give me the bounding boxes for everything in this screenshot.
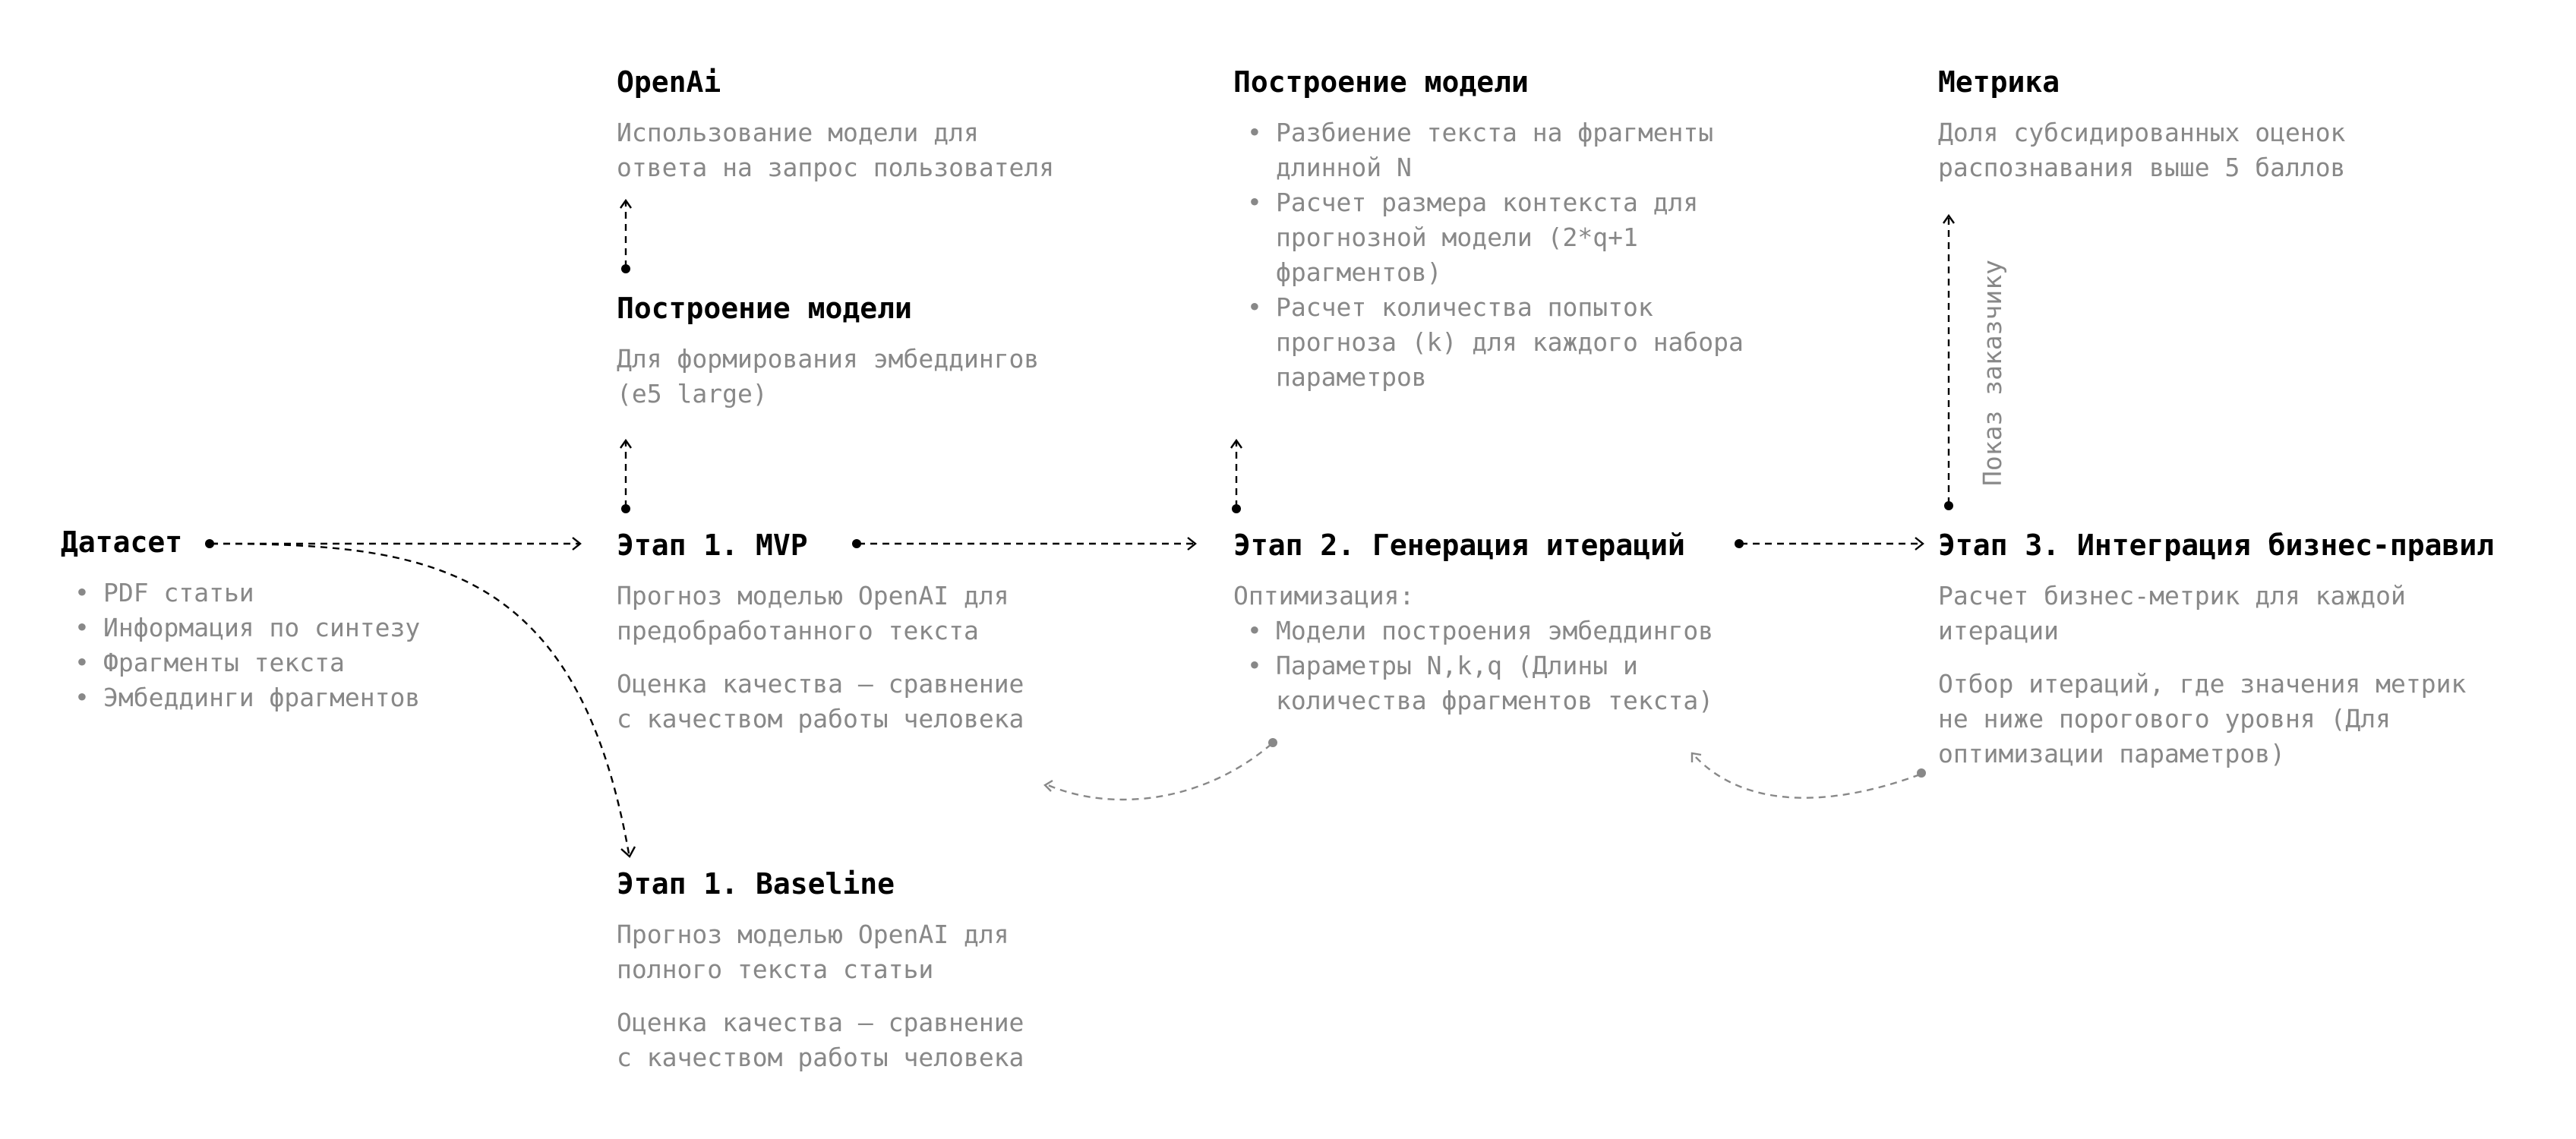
arrowhead-mvp (572, 537, 582, 551)
desc-line: не ниже порогового уровня (Для (1938, 704, 2391, 734)
dataset-title: Датасет (61, 525, 183, 559)
node-model-build-fragments: Построение модели Разбиение текста на фр… (1233, 64, 1744, 395)
list-item: Разбиение текста на фрагменты длинной N (1233, 115, 1744, 185)
desc-line: (e5 large) (617, 379, 768, 409)
item-line: параметров (1276, 362, 1427, 392)
dot-dataset (205, 539, 214, 548)
stage1-baseline-desc1: Прогноз моделью OpenAI для полного текст… (617, 917, 1024, 987)
item-line: Модели построения эмбеддингов (1276, 616, 1714, 645)
arrowhead-openai (620, 198, 632, 209)
list-item: Эмбеддинги фрагментов (61, 680, 420, 715)
feedback-stage3-to-stage2 (1693, 754, 1921, 799)
feedback-arrowhead-mvp (1043, 779, 1053, 792)
model-build-1-desc: Для формирования эмбеддингов (e5 large) (617, 342, 1039, 412)
stage2-title: Этап 2. Генерация итераций (1233, 528, 1685, 562)
list-item: Модели построения эмбеддингов (1233, 614, 1713, 648)
item-line: Расчет количества попыток (1276, 292, 1653, 322)
node-stage1-baseline: Этап 1. Baseline Прогноз моделью OpenAI … (617, 866, 1024, 1075)
metric-desc: Доля субсидированных оценок распознавани… (1938, 115, 2345, 185)
node-metric: Метрика Доля субсидированных оценок расп… (1938, 64, 2345, 185)
metric-title: Метрика (1938, 65, 2060, 99)
stage3-desc1: Расчет бизнес-метрик для каждой итерации (1938, 579, 2494, 648)
node-stage1-mvp: Этап 1. MVP Прогноз моделью OpenAI для п… (617, 527, 1024, 737)
stage2-items: Модели построения эмбеддингов Параметры … (1233, 614, 1713, 718)
dot-stage3-up (1944, 501, 1953, 510)
arrowhead-metric (1943, 213, 1955, 224)
desc-line: Отбор итераций, где значения метрик (1938, 669, 2467, 699)
desc-line: оптимизации параметров) (1938, 739, 2285, 768)
desc-line: предобработанного текста (617, 616, 979, 645)
desc-line: с качеством работы человека (617, 1043, 1024, 1072)
desc-line: итерации (1938, 616, 2059, 645)
list-item: Фрагменты текста (61, 645, 420, 680)
stage3-title: Этап 3. Интеграция бизнес-правил (1938, 528, 2495, 562)
item-line: Расчет размера контекста для (1276, 188, 1699, 217)
item-line: прогноза (k) для каждого набора (1276, 327, 1744, 357)
item-line: длинной N (1276, 153, 1412, 182)
arrowhead-stage3 (1915, 537, 1924, 551)
list-item: Параметры N,k,q (Длины и количества фраг… (1233, 648, 1713, 718)
item-line: Параметры N,k,q (Длины и (1276, 651, 1638, 680)
feedback-dot-stage3 (1917, 768, 1926, 778)
dot-stage2-up (1232, 504, 1241, 513)
desc-line: полного текста статьи (617, 954, 934, 984)
feedback-dot-stage2 (1268, 738, 1277, 747)
node-stage2: Этап 2. Генерация итераций Оптимизация: … (1233, 527, 1713, 718)
arrowhead-baseline (620, 846, 636, 858)
node-stage3: Этап 3. Интеграция бизнес-правил Расчет … (1938, 527, 2494, 771)
openai-desc: Использование модели для ответа на запро… (617, 115, 1054, 185)
stage1-mvp-desc1: Прогноз моделью OpenAI для предобработан… (617, 579, 1024, 648)
desc-line: Прогноз моделью OpenAI для (617, 920, 1009, 949)
connector-label-show-client: Показ заказчику (1978, 259, 2007, 486)
stage1-mvp-title: Этап 1. MVP (617, 528, 808, 562)
model-build-2-items: Разбиение текста на фрагменты длинной N … (1233, 115, 1744, 395)
dot-mvp-up (621, 504, 630, 513)
stage1-baseline-desc2: Оценка качества – сравнение с качеством … (617, 1005, 1024, 1075)
desc-line: Прогноз моделью OpenAI для (617, 581, 1009, 611)
list-item: Расчет количества попыток прогноза (k) д… (1233, 290, 1744, 395)
item-line: прогнозной модели (2*q+1 (1276, 222, 1638, 252)
stage2-subtitle: Оптимизация: (1233, 581, 1415, 611)
openai-title: OpenAi (617, 65, 721, 99)
model-build-2-title: Построение модели (1233, 65, 1529, 99)
item-line: количества фрагментов текста) (1276, 686, 1714, 715)
arrowhead-model2 (1230, 438, 1242, 449)
node-openai: OpenAi Использование модели для ответа н… (617, 64, 1054, 185)
stage1-mvp-desc2: Оценка качества – сравнение с качеством … (617, 667, 1024, 737)
feedback-stage2-to-mvp (1047, 743, 1272, 801)
item-line: Разбиение текста на фрагменты (1276, 118, 1714, 147)
desc-line: с качеством работы человека (617, 704, 1024, 734)
list-item: Информация по синтезу (61, 611, 420, 645)
dataset-items: PDF статьи Информация по синтезу Фрагмен… (61, 576, 420, 715)
list-item: Расчет размера контекста для прогнозной … (1233, 185, 1744, 290)
model-build-1-title: Построение модели (617, 292, 912, 325)
node-dataset: Датасет PDF статьи Информация по синтезу… (61, 524, 420, 715)
connector-dataset-to-baseline (210, 542, 630, 854)
stage1-baseline-title: Этап 1. Baseline (617, 867, 895, 901)
arrowhead-model1 (620, 438, 632, 449)
desc-line: Оценка качества – сравнение (617, 1008, 1024, 1037)
feedback-arrowhead-stage2 (1690, 752, 1702, 762)
desc-line: Доля субсидированных оценок (1938, 118, 2346, 147)
item-line: фрагментов) (1276, 257, 1442, 287)
dot-model1-up (621, 264, 630, 273)
desc-line: Расчет бизнес-метрик для каждой (1938, 581, 2406, 611)
desc-line: Оценка качества – сравнение (617, 669, 1024, 699)
dot-mvp (852, 539, 861, 548)
node-model-build-embeddings: Построение модели Для формирования эмбед… (617, 290, 1039, 412)
dot-stage2 (1735, 539, 1744, 548)
desc-line: Использование модели для (617, 118, 979, 147)
list-item: PDF статьи (61, 576, 420, 611)
desc-line: ответа на запрос пользователя (617, 153, 1055, 182)
stage3-desc2: Отбор итераций, где значения метрик не н… (1938, 667, 2494, 771)
arrowhead-stage2 (1187, 537, 1197, 551)
desc-line: Для формирования эмбеддингов (617, 344, 1040, 374)
desc-line: распознавания выше 5 баллов (1938, 153, 2346, 182)
